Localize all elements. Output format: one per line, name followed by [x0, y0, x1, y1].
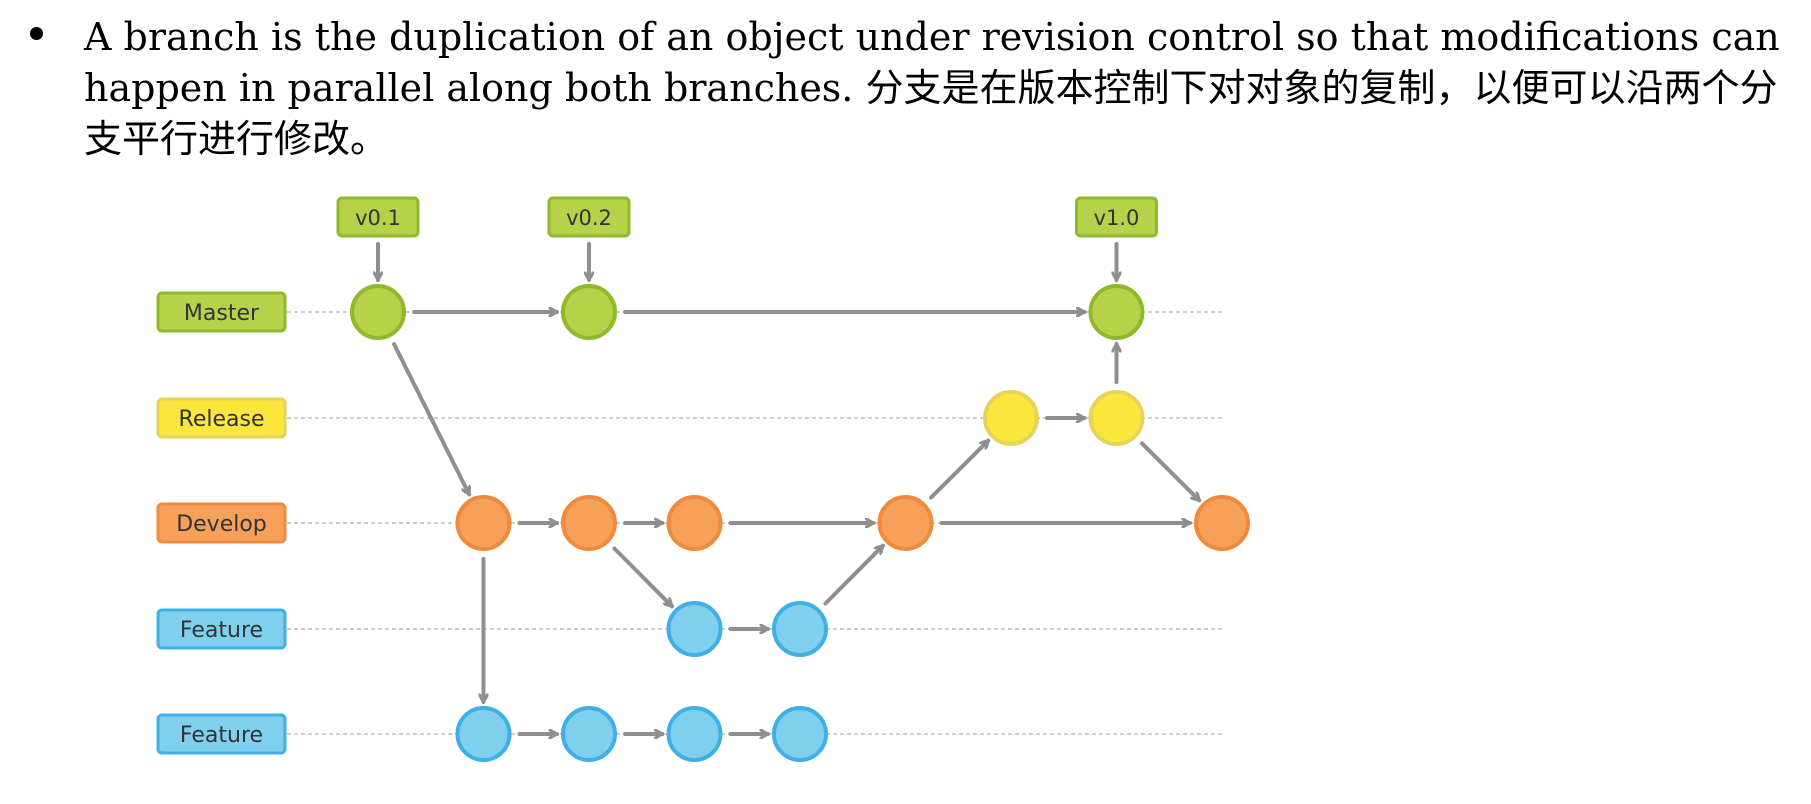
commit-node-fa1 [666, 601, 723, 657]
commit-nodes [350, 284, 1250, 762]
version-tags: v0.1 v0.2 v1.0 [336, 196, 1158, 282]
commit-node-r2 [1088, 390, 1145, 446]
commit-node-fa2 [772, 601, 828, 657]
version-tag-v1.0: v1.0 [1075, 196, 1158, 282]
lane-label-feature1: Feature [156, 608, 287, 650]
lane-label-text: Develop [176, 512, 267, 537]
commit-node-fb3 [666, 706, 723, 762]
commit-node-d3 [666, 495, 723, 551]
lane-label-text: Feature [180, 723, 263, 748]
edge-m1-to-d1 [392, 342, 472, 497]
commit-edges [392, 312, 1202, 734]
lane-label-text: Master [184, 301, 260, 326]
edge-r2-to-d5 [1140, 441, 1202, 503]
version-tag-v0.2: v0.2 [547, 196, 631, 282]
version-tag-text: v1.0 [1094, 206, 1140, 230]
commit-node-m1 [350, 284, 406, 340]
version-tag-text: v0.2 [566, 206, 612, 230]
commit-node-fb4 [772, 706, 828, 762]
edge-fa2-to-d4 [823, 543, 885, 606]
commit-node-m3 [1088, 284, 1145, 340]
lane-label-text: Feature [180, 618, 263, 643]
lane-label-feature2: Feature [156, 713, 287, 755]
commit-node-d1 [455, 495, 512, 551]
commit-node-m2 [561, 284, 617, 340]
lane-label-master: Master [156, 291, 287, 333]
bullet-text: A branch is the duplication of an object… [84, 15, 1780, 161]
version-tag-text: v0.1 [355, 206, 401, 230]
commit-node-d5 [1194, 495, 1250, 551]
version-tag-v0.1: v0.1 [336, 196, 420, 282]
commit-node-fb1 [455, 706, 512, 762]
lane-label-release: Release [156, 397, 287, 439]
edge-d4-to-r1 [929, 438, 991, 500]
commit-node-r1 [983, 390, 1039, 446]
lane-label-text: Release [179, 407, 265, 432]
commit-node-d2 [561, 495, 617, 551]
commit-node-d4 [877, 495, 934, 551]
bullet-dot [30, 27, 43, 40]
commit-node-fb2 [561, 706, 617, 762]
edge-d2-to-fa1 [612, 546, 674, 609]
lane-label-develop: Develop [156, 502, 287, 544]
